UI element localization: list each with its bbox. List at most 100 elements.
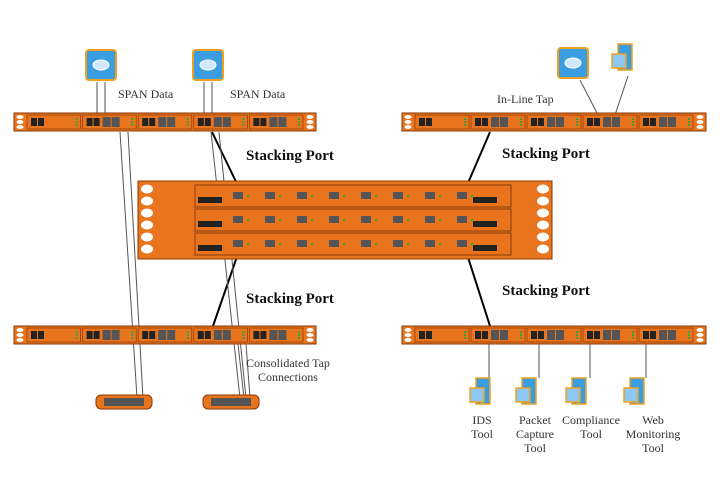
led [374,218,378,222]
port [278,330,287,340]
led [310,194,314,198]
central-chassis [137,180,553,260]
led [406,194,410,198]
led [470,194,474,198]
port [31,331,37,339]
led [131,337,134,339]
port [650,331,656,339]
rack-hole [537,220,549,230]
icon-glyph [199,59,217,71]
led [186,118,189,120]
port [538,118,544,126]
port [457,240,467,247]
led [246,242,250,246]
port [265,192,275,199]
patch-panel-1 [95,394,153,410]
port [158,330,167,340]
server-screen [623,387,639,403]
led [632,334,634,336]
port [556,330,564,340]
port [102,330,111,340]
card-slot [198,245,222,251]
port [491,117,499,127]
rack-hole [696,125,704,129]
port [457,216,467,223]
led [464,334,466,336]
rack-hole [16,328,24,332]
port [556,117,564,127]
rack-hole [141,196,153,206]
port [329,216,339,223]
led [242,124,245,126]
server-screen [565,387,581,403]
rack-hole [16,338,24,342]
led [688,331,690,333]
rack-hole [537,232,549,242]
rack-hole [696,333,704,337]
port [233,240,243,247]
port [197,331,204,339]
ports [211,398,251,406]
appliance-bottom-left [13,325,317,345]
led [406,218,410,222]
port [500,330,508,340]
led [374,242,378,246]
inline-cable [614,75,629,116]
led [688,334,690,336]
card-slot [473,221,497,227]
led [246,194,250,198]
led [242,121,245,123]
port [213,330,222,340]
port [393,192,403,199]
led [520,118,522,120]
led [278,242,282,246]
port [93,331,100,339]
server-icon-inline [611,43,633,71]
rack-hole [306,328,314,332]
consolidated-cable [127,131,144,399]
port [500,117,508,127]
consolidated-cable [245,343,251,399]
port [93,118,100,126]
consolidated-tap-label: Consolidated Tap Connections [246,356,330,384]
consolidated-cable [119,131,138,399]
stacking-link-bottom-left [212,247,241,327]
span-data-label-2: SPAN Data [230,87,286,101]
stacking-port-label-top-right: Stacking Port [502,146,590,162]
switch-icon-2 [192,49,224,81]
led [576,121,578,123]
led [131,118,134,120]
consolidated-cable [218,131,247,399]
rack-hole [696,328,704,332]
port [668,330,676,340]
led [298,121,300,123]
led [186,334,189,336]
rack-hole [404,328,412,332]
tool-server-icon-3 [623,377,645,405]
port [31,118,37,126]
led [688,121,690,123]
span-data-label-1: SPAN Data [118,87,174,101]
led [438,218,442,222]
led [131,124,134,126]
led [342,194,346,198]
rack-hole [537,208,549,218]
led [75,121,78,123]
port [650,118,656,126]
rack-hole [537,244,549,254]
port [425,240,435,247]
led [278,194,282,198]
led [520,124,522,126]
port [204,331,211,339]
rack-hole [141,232,153,242]
port [253,118,260,126]
stacking-port-label-bottom-left: Stacking Port [246,291,334,307]
led [75,331,78,333]
port [269,117,278,127]
port [425,192,435,199]
rack-hole [696,338,704,342]
led [576,118,578,120]
rack-hole [696,120,704,124]
led [342,218,346,222]
